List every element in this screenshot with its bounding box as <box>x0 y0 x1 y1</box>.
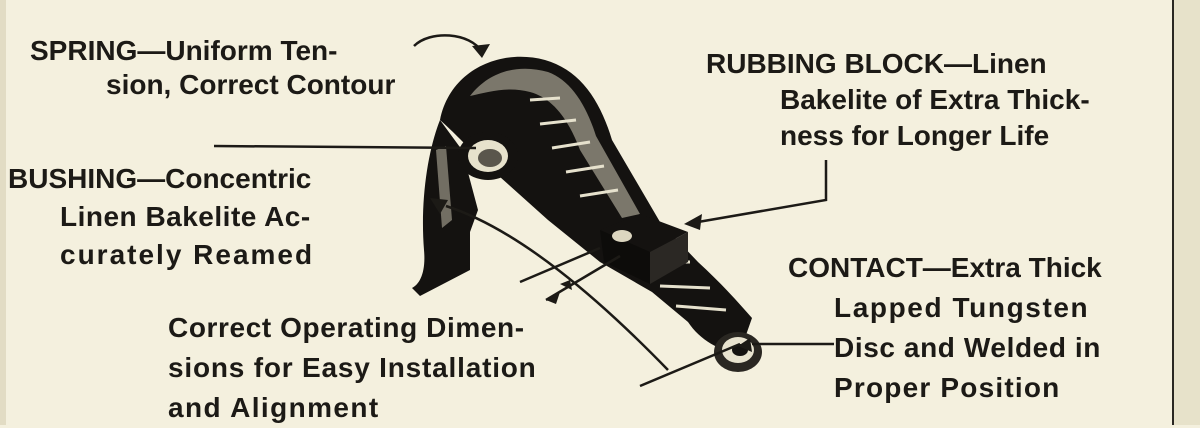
contact-arrowhead <box>738 338 752 352</box>
rubbing-block-arrowhead <box>684 214 702 230</box>
spring-label: SPRING—Uniform Ten- sion, Correct Contou… <box>30 34 395 102</box>
rubbing-block <box>600 214 688 284</box>
dimensions-label: Correct Operating Dimen- sions for Easy … <box>168 308 537 428</box>
dimensions-label-line-3: and Alignment <box>168 392 380 423</box>
bushing-leader <box>213 144 477 150</box>
rubbing-block-label-line-1: RUBBING BLOCK—Linen <box>706 48 1047 79</box>
bushing <box>458 132 518 180</box>
dimension-line-1 <box>519 246 601 284</box>
spring-body <box>440 56 752 352</box>
dimensions-label-line-2: sions for Easy Installation <box>168 352 537 383</box>
contact-label-line-4: Proper Position <box>834 372 1061 403</box>
dimension-line-4 <box>445 204 669 371</box>
bushing-arrowhead <box>430 198 448 214</box>
spring-arrowhead <box>472 44 490 58</box>
contact-label: CONTACT—Extra Thick Lapped Tungsten Disc… <box>788 248 1102 408</box>
dimension-line-2 <box>545 254 621 302</box>
contact-label-line-1: CONTACT—Extra Thick <box>788 252 1102 283</box>
bushing-label: BUSHING—Concentric Linen Bakelite Ac- cu… <box>8 160 314 274</box>
scan-edge-right <box>1172 0 1200 425</box>
rubbing-block-leader <box>697 160 828 224</box>
rubbing-block-label-line-2: Bakelite of Extra Thick- <box>780 84 1090 115</box>
spring-label-line-1: SPRING—Uniform Ten- <box>30 35 338 66</box>
bushing-label-line-3: curately Reamed <box>60 239 315 270</box>
contact-label-line-2: Lapped Tungsten <box>834 292 1090 323</box>
contact-label-line-3: Disc and Welded in <box>834 332 1101 363</box>
dimensions-label-line-1: Correct Operating Dimen- <box>168 312 525 343</box>
dimension-arrowhead-1 <box>546 292 560 304</box>
dimension-arrowhead-2 <box>560 280 572 290</box>
dimension-line-3 <box>639 342 741 388</box>
rubbing-block-label: RUBBING BLOCK—Linen Bakelite of Extra Th… <box>706 46 1090 154</box>
leader-lines <box>213 34 834 388</box>
bushing-label-line-2: Linen Bakelite Ac- <box>60 201 311 232</box>
bushing-label-line-1: BUSHING—Concentric <box>8 163 312 194</box>
spring-label-line-2: sion, Correct Contour <box>106 69 396 100</box>
spring-leader <box>413 34 484 53</box>
rubbing-block-label-line-3: ness for Longer Life <box>780 120 1050 151</box>
scan-edge-left <box>0 0 6 425</box>
arrowheads <box>430 44 752 352</box>
